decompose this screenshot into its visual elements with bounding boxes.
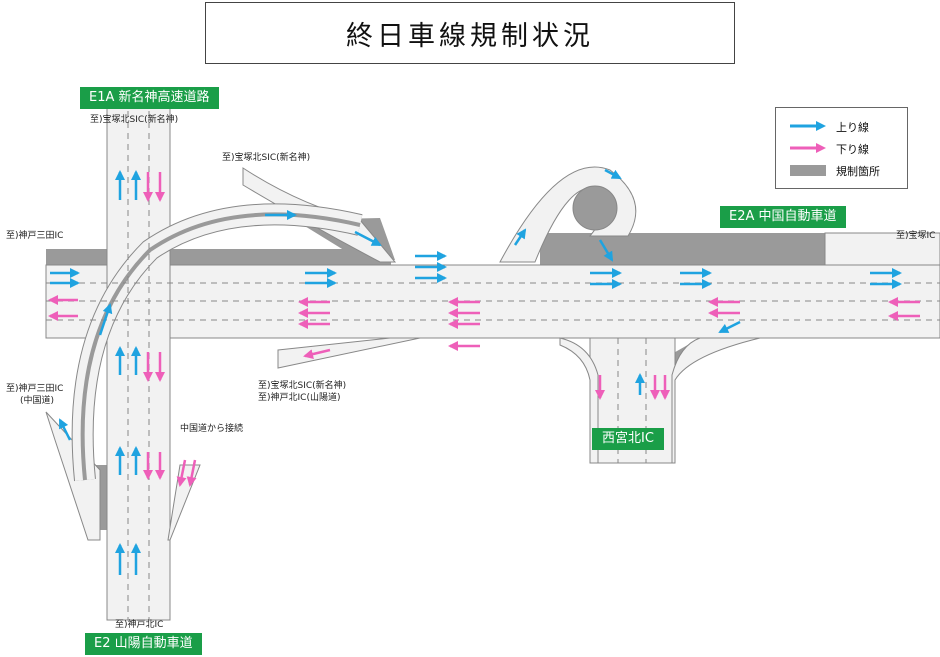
dest-sw-left-2: (中国道) <box>20 396 55 406</box>
down-line-arrows <box>48 172 920 487</box>
legend: 上り線 下り線 規制箇所 <box>775 107 908 189</box>
dest-mid-1: 至)宝塚北SIC(新名神) <box>258 381 347 391</box>
ic-label-nishinomiya-kita: 西宮北IC <box>592 428 664 450</box>
legend-restricted: 規制箇所 <box>776 160 907 180</box>
down-arrow-icon <box>790 143 826 153</box>
route-label-e2: E2 山陽自動車道 <box>85 633 202 655</box>
up-line-arrows <box>50 168 902 575</box>
dest-chugoku-connect: 中国道から接続 <box>180 424 244 434</box>
dest-sw-left-1: 至)神戸三田IC <box>6 384 64 394</box>
route-label-e1a: E1A 新名神高速道路 <box>80 87 219 109</box>
dest-west-main: 至)神戸三田IC <box>6 231 64 241</box>
legend-restricted-label: 規制箇所 <box>836 165 880 178</box>
legend-up-line: 上り線 <box>776 116 907 136</box>
dest-top-route: 至)宝塚北SIC(新名神) <box>90 115 179 125</box>
dest-bottom: 至)神戸北IC <box>115 620 164 630</box>
route-label-e2a: E2A 中国自動車道 <box>720 206 846 228</box>
legend-down-line: 下り線 <box>776 138 907 158</box>
up-arrow-icon <box>790 121 826 131</box>
dest-east-main: 至)宝塚IC <box>896 231 936 241</box>
page-title: 終日車線規制状況 <box>205 2 735 64</box>
restricted-swatch-icon <box>790 165 826 176</box>
legend-up-label: 上り線 <box>836 121 869 134</box>
dest-top-ramp: 至)宝塚北SIC(新名神) <box>222 153 311 163</box>
dest-mid-2: 至)神戸北IC(山陽道) <box>258 393 341 403</box>
legend-down-label: 下り線 <box>836 143 869 156</box>
